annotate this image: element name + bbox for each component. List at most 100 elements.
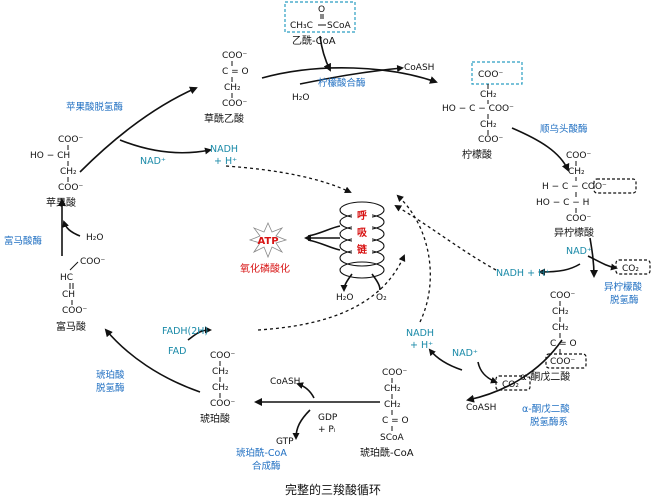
arrow-citrate-synthase (261, 67, 438, 84)
isocitrate: COO⁻ CH₂ H − C − COO⁻ HO − C − H COO⁻ 异柠… (536, 151, 637, 239)
svg-text:CH₂: CH₂ (552, 323, 569, 333)
chain-o2: O₂ (376, 293, 387, 303)
svg-text:CH₂: CH₂ (480, 90, 497, 100)
arrow-gtp-out (292, 409, 311, 440)
arrow-acetyl-coa-entry (319, 35, 331, 72)
atp-burst: ATP (248, 222, 288, 259)
arrow-co2-out-2 (477, 361, 498, 384)
citrate-name: 柠檬酸 (462, 148, 492, 161)
chain-char-1: 呼 (357, 209, 367, 222)
arrow-coash-out-top (299, 64, 404, 85)
svg-text:C = O: C = O (382, 416, 409, 426)
enzyme-aconitase: 顺乌头酸酶 (540, 123, 588, 135)
malate: COO⁻ HO − CH CH₂ COO⁻ 苹果酸 (30, 135, 83, 209)
svg-text:CH₂: CH₂ (212, 383, 229, 393)
succinyl-coa-name: 琥珀酰-CoA (360, 446, 414, 459)
arrow-aconitase (511, 127, 570, 172)
svg-text:CH: CH (62, 290, 75, 300)
svg-text:COO⁻: COO⁻ (210, 399, 235, 409)
arrow-malate-dh (79, 86, 198, 173)
arrow-nadh-out-3 (428, 348, 463, 371)
svg-text:CH₂: CH₂ (384, 384, 401, 394)
arrow-nad-to-nadh-1 (119, 139, 212, 155)
acetyl-coa-name: 乙酰-CoA (292, 34, 336, 47)
isocitrate-name: 异柠檬酸 (554, 226, 594, 239)
enzyme-scs-line2: 合成酶 (252, 460, 281, 472)
atp-label: ATP (257, 236, 278, 247)
svg-text:H − C − COO⁻: H − C − COO⁻ (542, 182, 607, 192)
svg-text:O: O (318, 5, 325, 15)
cofactor-nad-3: NAD⁺ (452, 348, 478, 359)
svg-text:COO⁻: COO⁻ (210, 351, 235, 361)
svg-text:COO⁻: COO⁻ (58, 135, 83, 145)
arrow-coash-out-bottom (296, 382, 315, 399)
cofactor-coash-akg: CoASH (466, 403, 496, 413)
oxidative-phosphorylation-label: 氧化磷酸化 (240, 262, 290, 275)
svg-text:CH₂: CH₂ (60, 167, 77, 177)
co2-box-2: CO₂ (495, 375, 531, 391)
cofactor-pi: + Pᵢ (318, 425, 336, 435)
svg-text:COO⁻: COO⁻ (80, 257, 105, 267)
svg-text:COO⁻: COO⁻ (222, 51, 247, 61)
arrow-succinate-dh (104, 328, 201, 393)
svg-text:HO − C − COO⁻: HO − C − COO⁻ (442, 104, 514, 114)
svg-text:CH₂: CH₂ (384, 400, 401, 410)
arrow-h2o-in-left (62, 220, 81, 237)
svg-text:SCoA: SCoA (327, 21, 352, 31)
succinate: COO⁻ CH₂ CH₂ COO⁻ 琥珀酸 (200, 351, 235, 425)
cofactor-nadh-2: NADH + H⁺ (496, 268, 550, 279)
svg-text:HO − C − H: HO − C − H (536, 198, 589, 208)
arrow-isocitrate-dh (589, 237, 598, 278)
oxaloacetate: COO⁻ C = O CH₂ COO⁻ 草酰乙酸 (204, 51, 249, 125)
svg-text:COO⁻: COO⁻ (550, 291, 575, 301)
enzyme-citrate-synthase: 柠檬酸合酶 (318, 77, 366, 89)
svg-text:CH₂: CH₂ (480, 120, 497, 130)
chain-h2o: H₂O (336, 293, 353, 303)
svg-text:CH₂: CH₂ (224, 83, 241, 93)
fumarate-name: 富马酸 (56, 320, 86, 333)
cofactor-fadh: FADH(2H) (162, 326, 208, 337)
cofactor-coash-bottom: CoASH (270, 377, 300, 387)
dashed-nadh-3-to-chain (396, 194, 431, 323)
cofactor-h2o-left: H₂O (86, 233, 103, 243)
svg-text:CH₃C: CH₃C (290, 21, 313, 31)
svg-text:COO⁻: COO⁻ (566, 151, 591, 161)
svg-text:C = O: C = O (550, 339, 577, 349)
svg-text:CO₂: CO₂ (502, 380, 519, 390)
dashed-nadh-1-to-chain (225, 165, 352, 194)
dashed-nadh-2-to-chain (394, 204, 497, 271)
alpha-ketoglutarate: COO⁻ CH₂ CH₂ C = O COO⁻ α-酮戊二酸 (520, 291, 587, 383)
svg-text:HO − CH: HO − CH (30, 151, 70, 161)
arrow-co2-out-1 (587, 255, 618, 271)
cofactor-nad-2: NAD⁺ (566, 246, 592, 257)
svg-text:COO⁻: COO⁻ (62, 306, 87, 316)
chain-char-3: 链 (356, 243, 368, 256)
succinyl-coa: COO⁻ CH₂ CH₂ C = O SCoA 琥珀酰-CoA (360, 368, 414, 459)
svg-text:COO⁻: COO⁻ (478, 135, 503, 145)
cofactor-gtp: GTP (276, 437, 294, 447)
svg-text:CH₂: CH₂ (568, 167, 585, 177)
figure-caption: 完整的三羧酸循环 (285, 482, 381, 497)
citrate: COO⁻ CH₂ HO − C − COO⁻ CH₂ COO⁻ 柠檬酸 (442, 61, 523, 161)
arrow-akg-dh (466, 339, 563, 403)
arrow-nadh-out-2 (538, 263, 581, 276)
respiratory-chain: 呼 吸 链 H₂O O₂ (304, 201, 387, 303)
svg-text:COO⁻: COO⁻ (58, 183, 83, 193)
enzyme-akgdh-line2: 脱氢酶系 (530, 416, 568, 428)
svg-text:CO₂: CO₂ (622, 264, 639, 274)
svg-text:COO⁻: COO⁻ (566, 214, 591, 224)
svg-text:COO⁻: COO⁻ (382, 368, 407, 378)
co2-box-1: CO₂ (615, 259, 651, 275)
dashed-fadh-to-chain (257, 254, 406, 331)
cofactor-gdp: GDP (318, 413, 338, 423)
cofactor-nadh-1b: + H⁺ (214, 156, 237, 167)
cofactor-coash-top: CoASH (404, 63, 434, 73)
oxaloacetate-name: 草酰乙酸 (204, 112, 244, 125)
cofactor-h2o-top: H₂O (292, 93, 309, 103)
enzyme-sdh-line2: 脱氢酶 (96, 382, 125, 394)
enzyme-scs-line1: 琥珀酰-CoA (236, 447, 287, 459)
chain-char-2: 吸 (357, 227, 368, 239)
svg-text:COO⁻: COO⁻ (478, 70, 503, 80)
